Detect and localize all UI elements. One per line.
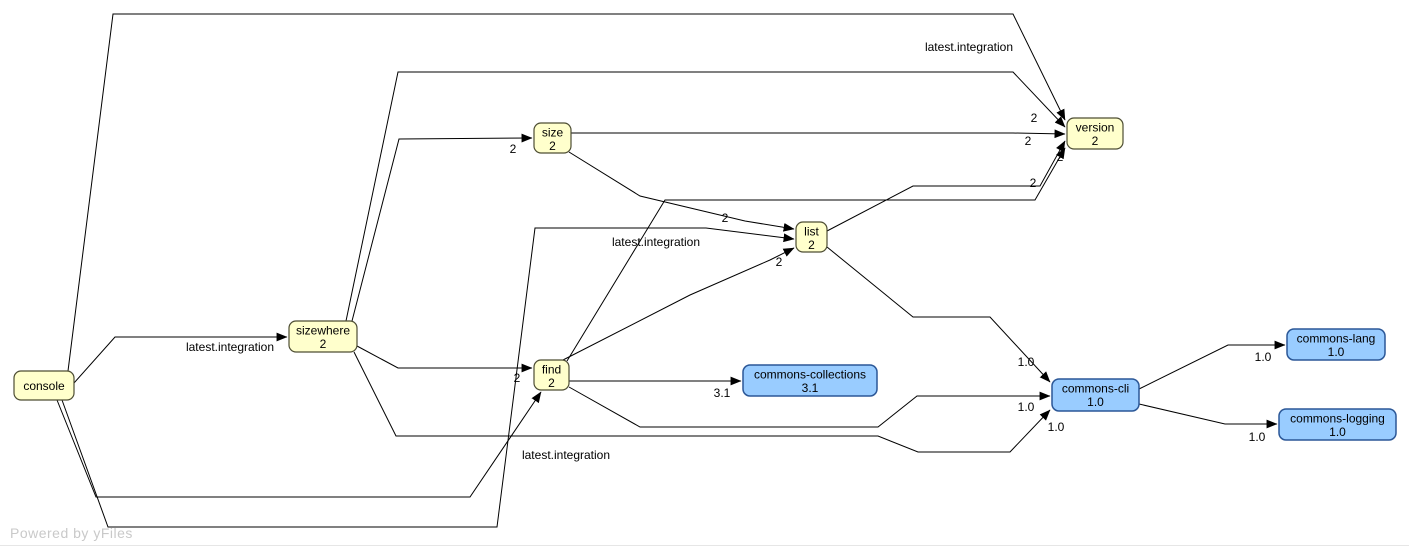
edge-label-console-to-version: latest.integration <box>925 40 1013 54</box>
edge-console-to-list[interactable] <box>61 227 795 528</box>
edge-sizewhere-to-version[interactable] <box>345 71 1066 322</box>
edge-label-list-to-version: 2 <box>1030 176 1037 190</box>
edge-label-console-to-find: latest.integration <box>522 448 610 462</box>
node-label: size <box>542 126 564 140</box>
edge-size-to-list[interactable] <box>568 151 795 232</box>
edge-sizewhere-to-commons-cli[interactable] <box>353 351 1051 453</box>
node-label: commons-logging <box>1290 412 1385 426</box>
edge-console-to-version[interactable] <box>67 13 1066 372</box>
node-label: console <box>23 379 65 393</box>
edge-label-sizewhere-to-commons-cli: 1.0 <box>1048 420 1065 434</box>
edge-label-sizewhere-to-size: 2 <box>510 142 517 156</box>
edge-list-to-version[interactable] <box>826 140 1066 232</box>
edge-label-find-to-version: 2 <box>1057 150 1064 164</box>
edge-label-sizewhere-to-find: 2 <box>514 371 521 385</box>
edge-label-commons-cli-to-commons-logging: 1.0 <box>1249 430 1266 444</box>
edge-commons-cli-to-commons-lang[interactable] <box>1138 340 1286 390</box>
edge-label-list-to-commons-cli: 1.0 <box>1018 355 1035 369</box>
node-label: commons-lang <box>1297 332 1376 346</box>
node-console[interactable]: console <box>13 370 75 401</box>
edge-sizewhere-to-find[interactable] <box>356 345 533 373</box>
node-version-label: 2 <box>1092 134 1099 148</box>
edge-size-to-version[interactable] <box>571 129 1066 139</box>
edge-sizewhere-to-size[interactable] <box>351 133 533 322</box>
node-label: version <box>1076 121 1115 135</box>
edge-label-console-to-list: latest.integration <box>612 235 700 249</box>
node-label: list <box>804 225 819 239</box>
node-version-label: 1.0 <box>1087 395 1104 409</box>
edge-label-size-to-version: 2 <box>1025 134 1032 148</box>
node-version-label: 1.0 <box>1329 425 1346 439</box>
node-version-label: 3.1 <box>802 381 819 395</box>
node-version-label: 2 <box>320 337 327 351</box>
node-label: commons-cli <box>1062 382 1129 396</box>
edge-label-size-to-list: 2 <box>722 211 729 225</box>
node-version-label: 2 <box>549 139 556 153</box>
edge-console-to-sizewhere[interactable] <box>73 332 288 384</box>
node-label: find <box>542 363 561 377</box>
edge-label-find-to-commons-cli: 1.0 <box>1018 400 1035 414</box>
node-label: commons-collections <box>754 368 866 382</box>
node-version-label: 2 <box>548 376 555 390</box>
edge-list-to-commons-cli[interactable] <box>826 246 1051 383</box>
node-label: sizewhere <box>296 324 350 338</box>
edge-commons-cli-to-commons-logging[interactable] <box>1138 403 1278 429</box>
node-version-label: 1.0 <box>1328 345 1345 359</box>
edge-label-find-to-commons-collections: 3.1 <box>714 386 731 400</box>
edge-label-commons-cli-to-commons-lang: 1.0 <box>1255 350 1272 364</box>
edge-console-to-find[interactable] <box>56 391 542 498</box>
edge-find-to-commons-cli[interactable] <box>568 386 1051 428</box>
edge-label-sizewhere-to-version: 2 <box>1031 111 1038 125</box>
edge-label-find-to-list: 2 <box>776 255 783 269</box>
edge-find-to-list[interactable] <box>562 247 795 361</box>
edge-label-console-to-sizewhere: latest.integration <box>186 340 274 354</box>
edge-find-to-version[interactable] <box>566 147 1066 362</box>
node-version-label: 2 <box>808 238 815 252</box>
